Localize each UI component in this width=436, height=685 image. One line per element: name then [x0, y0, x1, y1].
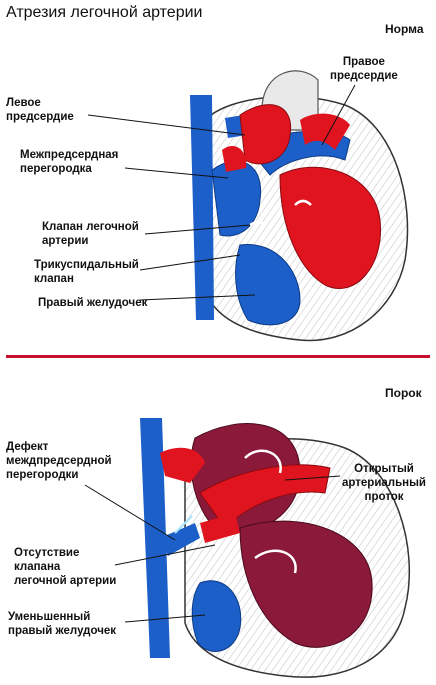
defect-heart-illustration	[140, 418, 411, 678]
small-right-ventricle	[191, 580, 242, 652]
label-right-ventricle: Правый желудочек	[38, 297, 148, 309]
normal-section-label: Норма	[385, 22, 424, 36]
defect-section-label: Порок	[385, 386, 422, 400]
section-divider	[6, 355, 430, 358]
vena-cava	[190, 95, 214, 320]
left-atrium	[239, 104, 292, 165]
right-ventricle	[235, 243, 301, 326]
aorta-ductus	[199, 464, 331, 529]
diagram-title: Атрезия легочной артерии	[6, 4, 203, 21]
